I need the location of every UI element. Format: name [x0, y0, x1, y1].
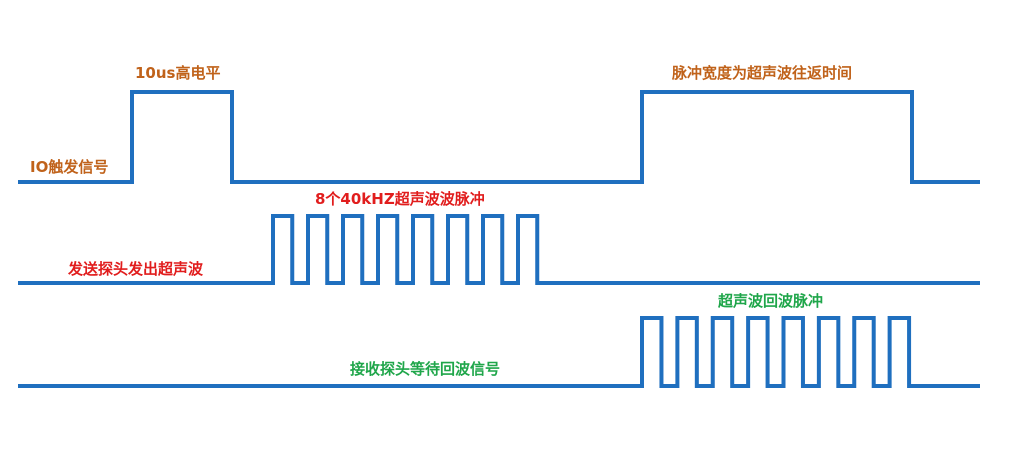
- label-io-trigger: IO触发信号: [30, 158, 108, 176]
- label-receive: 接收探头等待回波信号: [350, 360, 500, 378]
- label-trigger-pulse: 10us高电平: [135, 64, 220, 82]
- transmit-burst-waveform: [18, 214, 980, 285]
- io-trigger-waveform: [18, 90, 980, 184]
- label-echo-pulse: 超声波回波脉冲: [717, 292, 823, 310]
- label-burst: 8个40kHZ超声波波脉冲: [315, 190, 485, 208]
- label-echo-width: 脉冲宽度为超声波往返时间: [671, 64, 852, 82]
- label-transmit: 发送探头发出超声波: [67, 260, 204, 278]
- receive-echo-waveform: [18, 316, 980, 388]
